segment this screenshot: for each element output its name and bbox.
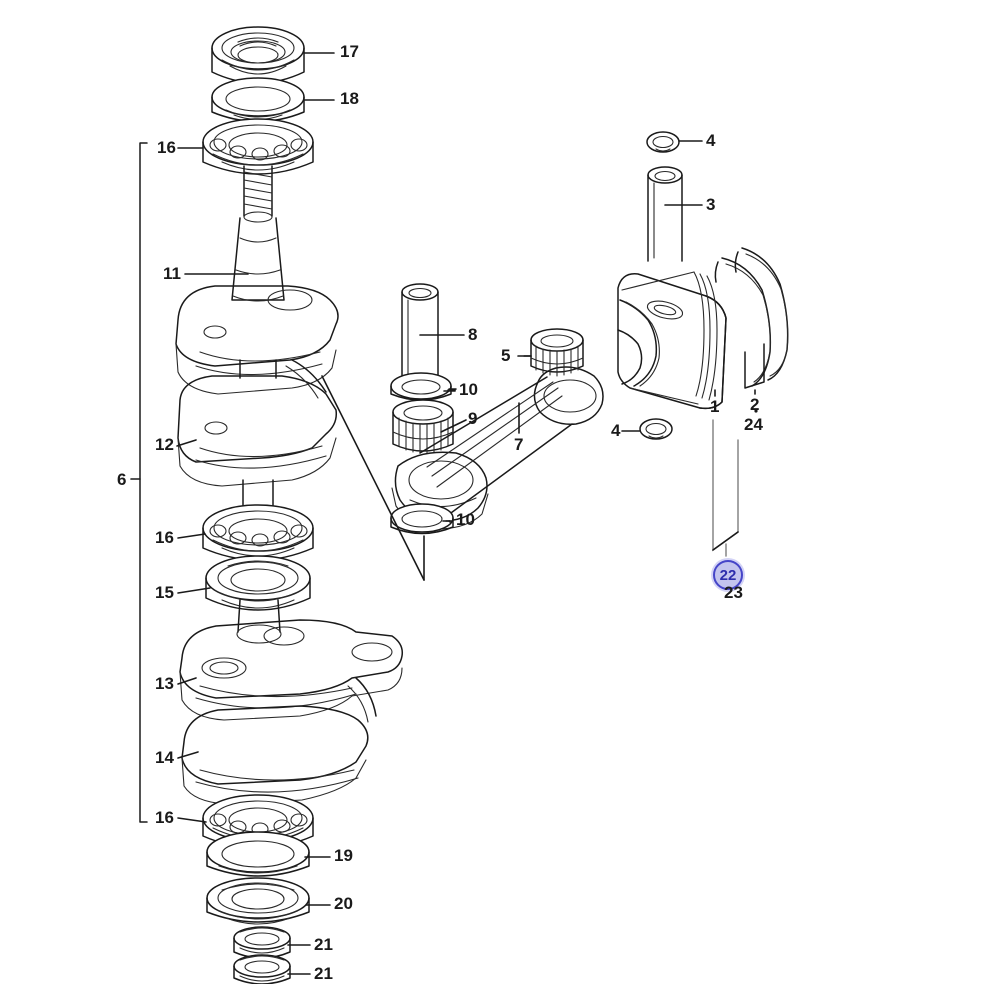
callout-13[interactable]: 13 — [155, 674, 174, 693]
callout-4-bottom[interactable]: 4 — [611, 421, 621, 440]
callout-4-top[interactable]: 4 — [706, 131, 716, 150]
highlight-bracket-22 — [712, 419, 739, 557]
part-20-lower-bearing — [206, 877, 310, 925]
part-16-main-ball-bearing-middle — [202, 504, 314, 561]
part-21-oil-seal-upper — [233, 926, 291, 959]
callout-21-upper[interactable]: 21 — [314, 935, 333, 954]
part-18-spacer-ring — [211, 77, 305, 123]
callout-14[interactable]: 14 — [155, 748, 174, 767]
callout-18[interactable]: 18 — [340, 89, 359, 108]
part-10-thrust-washer-lower — [390, 503, 454, 535]
callout-8[interactable]: 8 — [468, 325, 478, 344]
part-17-top-ball-bearing — [211, 26, 305, 84]
part-12-crank-web-upper — [175, 285, 339, 487]
callout-10-upper[interactable]: 10 — [459, 380, 478, 399]
leader-lines-10 — [448, 388, 457, 522]
callout-5[interactable]: 5 — [501, 346, 511, 365]
part-1-piston — [617, 271, 727, 410]
callout-22-highlighted[interactable]: 22 — [713, 560, 743, 590]
part-5-small-end-needle-bearing — [530, 328, 584, 377]
crankshaft-top-shaft — [243, 165, 273, 223]
callout-20[interactable]: 20 — [334, 894, 353, 913]
part-4-circlip-bottom — [639, 418, 673, 440]
part-16-main-ball-bearing-top — [202, 118, 314, 175]
callout-11[interactable]: 11 — [163, 264, 181, 283]
part-10-thrust-washer-upper — [390, 372, 452, 401]
callout-6[interactable]: 6 — [117, 470, 127, 489]
bracket-6 — [130, 142, 148, 823]
part-4-circlip-top — [646, 131, 680, 153]
callout-21-lower[interactable]: 21 — [314, 964, 333, 983]
callout-15[interactable]: 15 — [155, 583, 174, 602]
part-21-oil-seal-lower — [233, 954, 291, 984]
part-13-crank-web-middle — [179, 599, 404, 721]
part-11-crankshaft-top-journal — [231, 217, 285, 302]
callout-24[interactable]: 24 — [744, 415, 763, 434]
callout-19[interactable]: 19 — [334, 846, 353, 865]
part-2-piston-ring-set — [714, 247, 789, 389]
callout-12[interactable]: 12 — [155, 435, 174, 454]
callout-16-middle[interactable]: 16 — [155, 528, 174, 547]
callout-1[interactable]: 1 — [710, 397, 720, 416]
callout-2[interactable]: 2 — [750, 395, 760, 414]
callout-9[interactable]: 9 — [468, 409, 478, 428]
part-8-crank-pin — [401, 283, 439, 379]
callout-10-lower[interactable]: 10 — [456, 510, 475, 529]
part-19-spacer-ring-lower — [206, 831, 310, 877]
part-3-piston-pin — [647, 166, 683, 262]
callout-16-bottom[interactable]: 16 — [155, 808, 174, 827]
callout-7[interactable]: 7 — [514, 435, 524, 454]
callout-16-top[interactable]: 16 — [157, 138, 176, 157]
part-7-connecting-rod — [391, 366, 604, 530]
callout-23[interactable]: 23 — [724, 583, 743, 602]
leader-lines — [176, 52, 758, 975]
part-9-big-end-needle-bearing — [392, 399, 454, 454]
callout-17[interactable]: 17 — [340, 42, 359, 61]
callout-3[interactable]: 3 — [706, 195, 716, 214]
part-15-center-bearing — [205, 555, 311, 611]
